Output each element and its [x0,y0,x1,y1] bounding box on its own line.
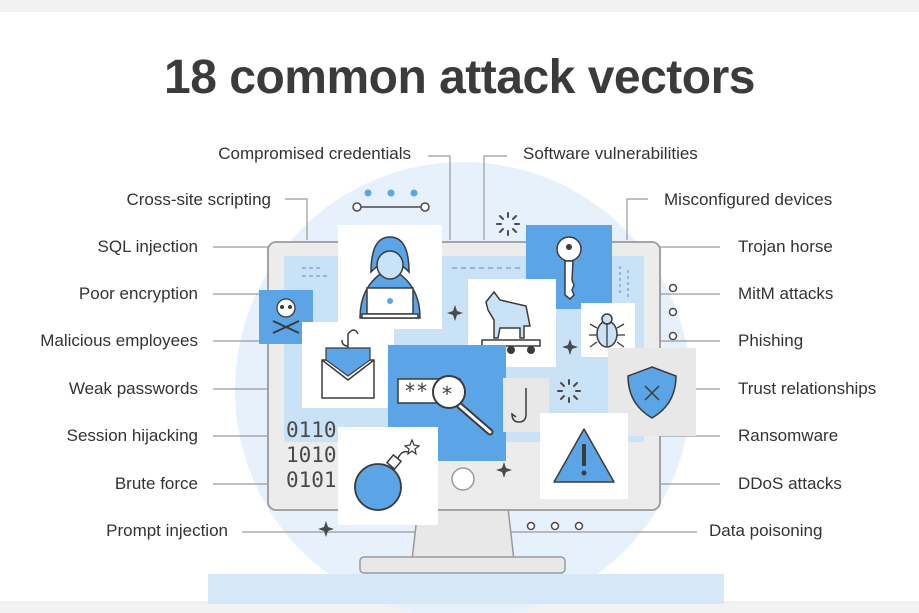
warning-card [540,413,628,499]
password-search-card: ** * [388,345,506,461]
sparkle-icons [318,305,578,537]
shield-card [608,348,696,436]
screen-dashes [302,266,629,300]
label-sql-injection: SQL injection [97,237,198,256]
label-mitm-attacks: MitM attacks [738,284,834,303]
page-title: 18 common attack vectors [164,51,755,104]
label-trojan-horse: Trojan horse [738,237,833,256]
label-session-hijacking: Session hijacking [66,426,198,445]
label-data-poisoning: Data poisoning [709,521,823,540]
label-trust-relationships: Trust relationships [738,379,877,398]
binary-line: 0101 [286,468,337,492]
phishing-email-card [302,322,394,408]
monitor-foot [359,556,566,574]
loading-spinner-icon [557,379,581,403]
top-band [0,0,919,12]
network-dots-icon [352,189,430,212]
binary-text: 0110 1010 0101 [286,418,337,492]
right-dots [526,283,678,531]
bomb-card [338,427,438,525]
label-compromised-credentials: Compromised credentials [218,144,411,163]
label-ransomware: Ransomware [738,426,839,445]
hacker-card [338,225,442,329]
password-text: ** [404,379,428,403]
binary-line: 1010 [286,443,337,467]
label-misconfigured-devices: Misconfigured devices [664,190,833,209]
label-ddos-attacks: DDoS attacks [738,474,842,493]
label-brute-force: Brute force [114,474,198,493]
label-prompt-injection: Prompt injection [106,521,228,540]
binary-line: 0110 [286,418,337,442]
loading-spinner-icon [496,212,520,236]
label-poor-encryption: Poor encryption [78,284,198,303]
left-connectors [213,155,451,533]
base-band [208,574,724,604]
label-malicious-employees: Malicious employees [40,331,198,350]
power-button [451,467,475,491]
svg-text:*: * [441,382,453,406]
label-phishing: Phishing [738,331,804,350]
label-software-vulnerabilities: Software vulnerabilities [523,144,698,163]
label-weak-passwords: Weak passwords [68,379,198,398]
label-cross-site-scripting: Cross-site scripting [126,190,271,209]
